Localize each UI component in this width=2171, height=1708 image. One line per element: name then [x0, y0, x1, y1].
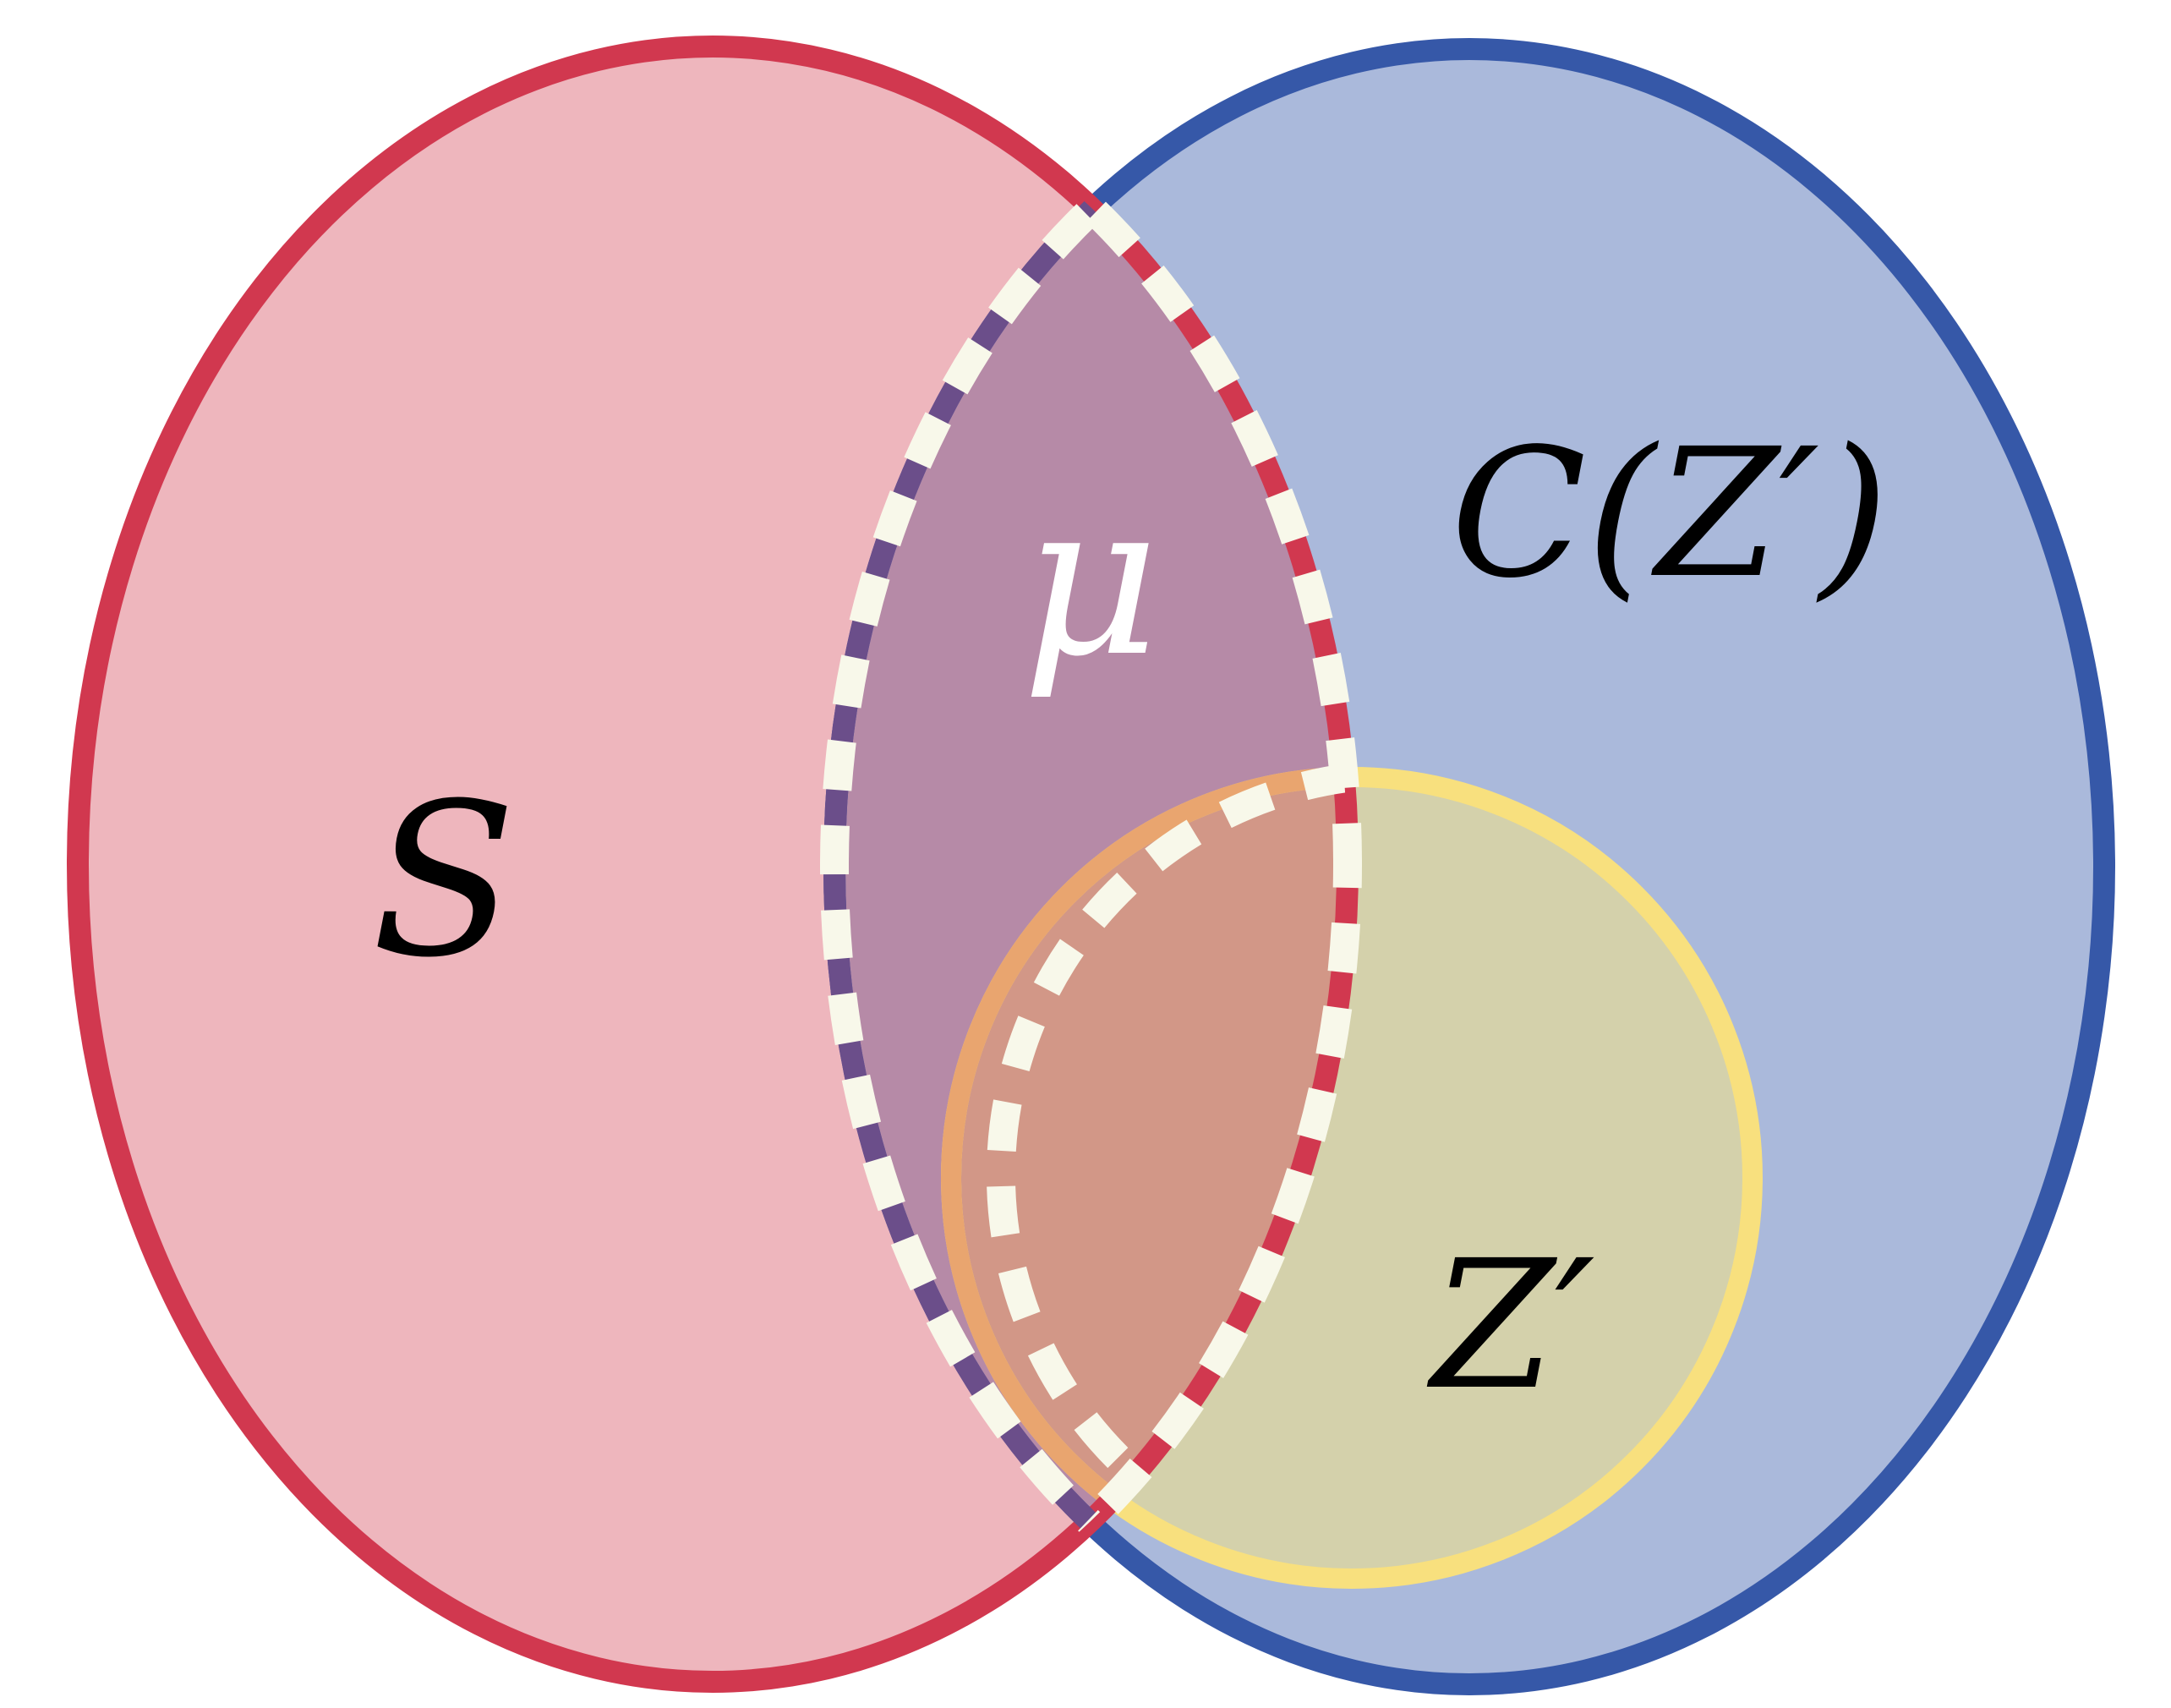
overlap-z-s-region [951, 777, 1348, 1579]
label-cz: C(Z′) [1451, 410, 1889, 617]
mu-dashed-boundary-inner [986, 763, 1348, 1483]
label-z: Z′ [1426, 1222, 1595, 1429]
label-mu: μ [1022, 457, 1159, 703]
mu-dashed-boundary-right [834, 49, 1362, 1684]
triple-outline [941, 767, 1348, 1589]
label-s: S [371, 758, 516, 1004]
mu-dashed-boundary-left [820, 47, 1348, 1682]
